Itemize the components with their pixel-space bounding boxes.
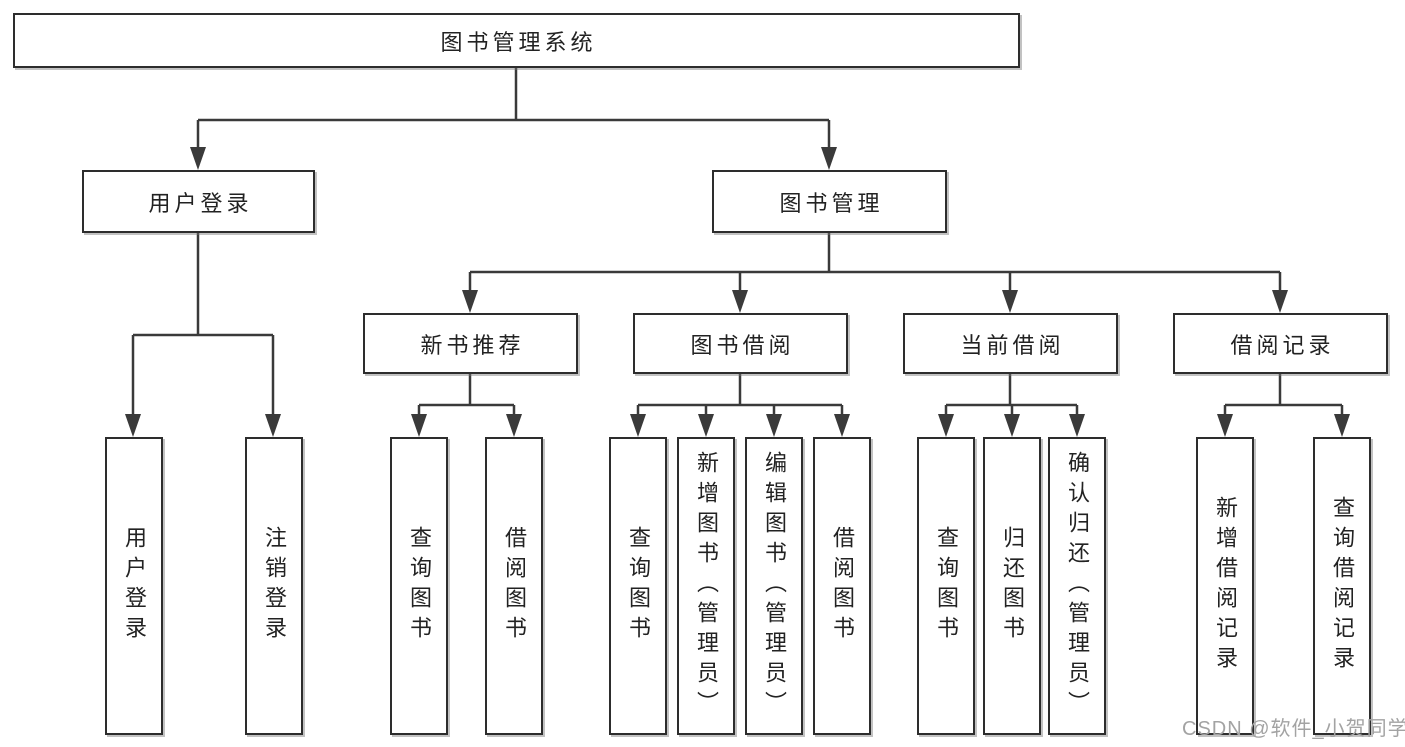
node-library-system: 图书管理系统 xyxy=(13,13,1020,68)
connector-borrowing-records xyxy=(1223,374,1344,416)
watermark-text: CSDN @软件_小贺同学 xyxy=(1182,718,1405,740)
leaf-query-books-recommend: 查询图书 xyxy=(390,437,448,735)
node-label: 新增图书（管理员） xyxy=(694,451,719,721)
leaf-borrow-books-borrowing: 借阅图书 xyxy=(813,437,871,735)
node-label: 图书借阅 xyxy=(690,332,795,358)
node-label: 注销登录 xyxy=(262,526,287,646)
arrowhead xyxy=(506,414,522,437)
leaf-user-login: 用户登录 xyxy=(105,437,163,735)
leaf-query-books-current: 查询图书 xyxy=(917,437,975,735)
connector-book-management xyxy=(468,233,1282,292)
connector-new-book xyxy=(417,374,516,416)
node-label: 查询图书 xyxy=(626,526,651,646)
leaf-borrow-books-recommend: 借阅图书 xyxy=(485,437,543,735)
leaf-logout: 注销登录 xyxy=(245,437,303,735)
node-borrowing-records: 借阅记录 xyxy=(1173,313,1388,374)
connector-current-borrowing xyxy=(944,374,1079,416)
arrowhead xyxy=(732,290,748,313)
node-label: 新增借阅记录 xyxy=(1213,496,1238,676)
node-label: 借阅图书 xyxy=(502,526,527,646)
node-book-management: 图书管理 xyxy=(712,170,947,233)
node-label: 借阅记录 xyxy=(1230,332,1335,358)
arrowhead xyxy=(462,290,478,313)
connector-root xyxy=(196,68,831,150)
arrowhead xyxy=(265,414,281,437)
connector-user-login xyxy=(131,233,275,416)
arrowhead xyxy=(821,147,837,170)
node-label: 查询图书 xyxy=(934,526,959,646)
leaf-add-books-admin: 新增图书（管理员） xyxy=(677,437,735,735)
leaf-edit-books-admin: 编辑图书（管理员） xyxy=(745,437,803,735)
node-label: 新书推荐 xyxy=(420,332,525,358)
node-new-book-recommend: 新书推荐 xyxy=(363,313,578,374)
arrowhead xyxy=(1002,290,1018,313)
leaf-query-borrow-record: 查询借阅记录 xyxy=(1313,437,1371,735)
arrowhead xyxy=(766,414,782,437)
leaf-query-books-borrowing: 查询图书 xyxy=(609,437,667,735)
arrowhead xyxy=(834,414,850,437)
arrowhead xyxy=(1004,414,1020,437)
node-label: 当前借阅 xyxy=(960,332,1065,358)
arrowhead xyxy=(1272,290,1288,313)
arrowhead xyxy=(190,147,206,170)
node-label: 确认归还（管理员） xyxy=(1065,451,1090,721)
node-label: 图书管理系统 xyxy=(440,29,597,55)
arrowhead xyxy=(698,414,714,437)
node-label: 查询图书 xyxy=(407,526,432,646)
node-label: 用户登录 xyxy=(122,526,147,646)
arrowhead xyxy=(125,414,141,437)
leaf-add-borrow-record: 新增借阅记录 xyxy=(1196,437,1254,735)
connector-book-borrowing xyxy=(636,374,844,416)
arrowhead xyxy=(938,414,954,437)
arrowhead xyxy=(1217,414,1233,437)
node-label: 图书管理 xyxy=(779,190,884,216)
arrowhead xyxy=(1334,414,1350,437)
node-label: 归还图书 xyxy=(1000,526,1025,646)
node-current-borrowing: 当前借阅 xyxy=(903,313,1118,374)
node-book-borrowing: 图书借阅 xyxy=(633,313,848,374)
arrowhead xyxy=(630,414,646,437)
node-label: 查询借阅记录 xyxy=(1330,496,1355,676)
leaf-confirm-return-admin: 确认归还（管理员） xyxy=(1048,437,1106,735)
arrowhead xyxy=(1069,414,1085,437)
node-user-login: 用户登录 xyxy=(82,170,315,233)
leaf-return-books: 归还图书 xyxy=(983,437,1041,735)
node-label: 借阅图书 xyxy=(830,526,855,646)
node-label: 编辑图书（管理员） xyxy=(762,451,787,721)
arrowhead xyxy=(411,414,427,437)
node-label: 用户登录 xyxy=(148,190,253,216)
